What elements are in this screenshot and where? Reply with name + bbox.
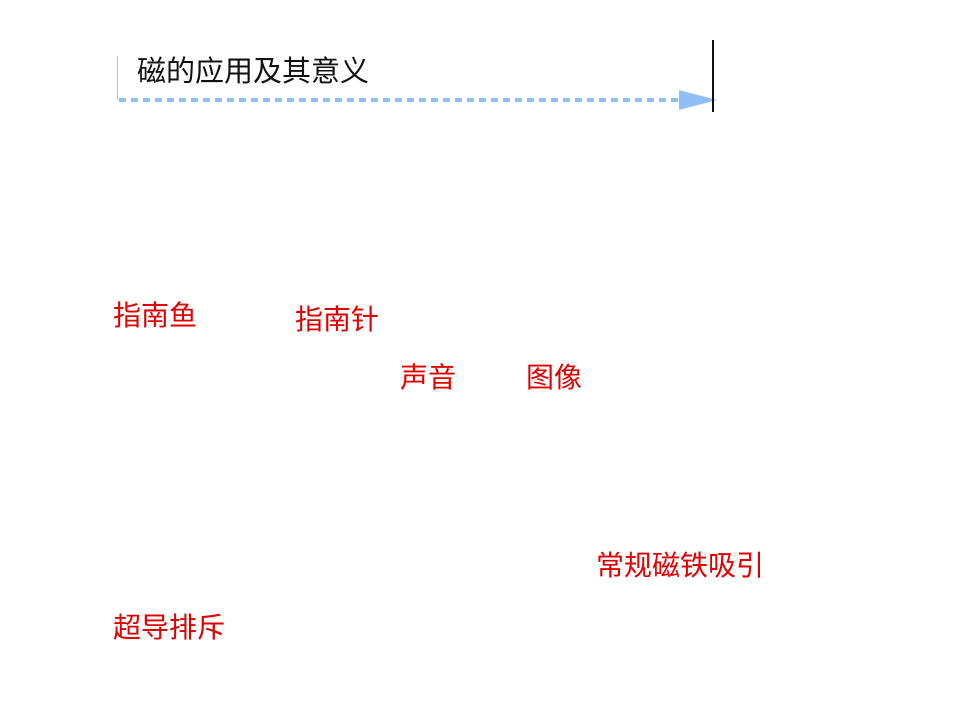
label-compass-needle: 指南针 — [295, 303, 380, 336]
label-superconductor-repulsion: 超导排斥 — [113, 611, 226, 644]
label-compass-fish: 指南鱼 — [113, 299, 198, 332]
title-accent-line — [117, 56, 118, 100]
dashed-arrow-icon — [119, 90, 717, 110]
label-image: 图像 — [526, 361, 583, 394]
label-normal-magnet-attraction: 常规磁铁吸引 — [596, 549, 765, 582]
vertical-divider-line — [712, 40, 714, 112]
label-sound: 声音 — [400, 361, 457, 394]
slide-title: 磁的应用及其意义 — [137, 54, 370, 88]
